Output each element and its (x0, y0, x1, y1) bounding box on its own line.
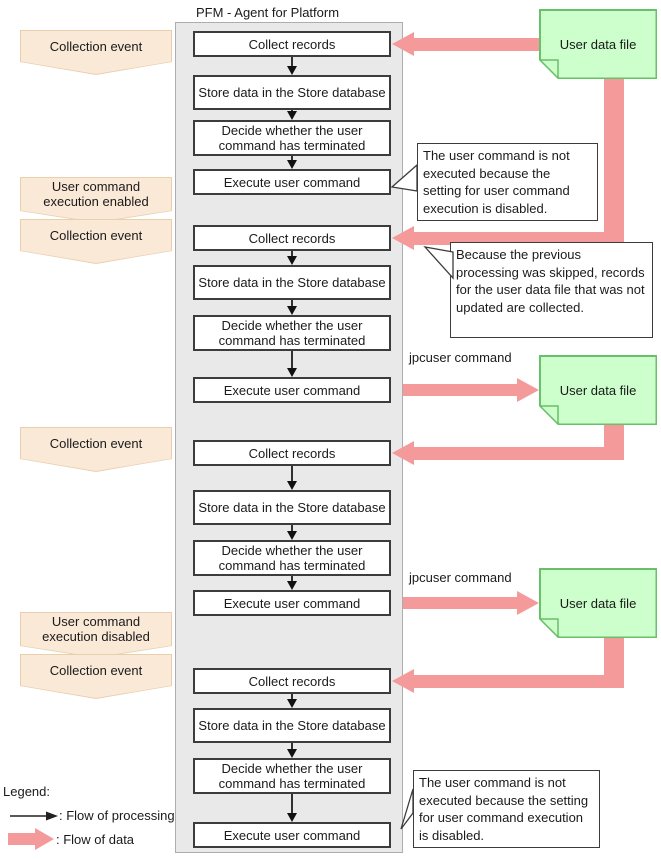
legend-title: Legend: (3, 784, 50, 799)
event-tag-label: User command execution disabled (42, 614, 150, 644)
event-tag-collection-1: Collection event (20, 30, 172, 75)
folded-corner-icon (539, 59, 559, 79)
jpcuser-command-label-2: jpcuser command (409, 570, 512, 585)
step-execute-3: Execute user command (193, 590, 391, 616)
processing-arrow-icon (10, 811, 58, 820)
legend-processing-label: : Flow of processing (59, 808, 175, 823)
step-collect-records-2: Collect records (193, 225, 391, 251)
diagram-title: PFM - Agent for Platform (196, 5, 340, 20)
event-tag-collection-3: Collection event (20, 427, 172, 472)
event-tag-collection-2: Collection event (20, 219, 172, 264)
step-decide-1: Decide whether the user command has term… (193, 120, 391, 156)
legend-flow-of-data: : Flow of data (8, 827, 134, 851)
step-collect-records-4: Collect records (193, 668, 391, 694)
event-tag-label: Collection event (49, 436, 143, 451)
step-decide-3: Decide whether the user command has term… (193, 540, 391, 576)
step-execute-1: Execute user command (193, 169, 391, 195)
legend-flow-of-processing: : Flow of processing (10, 808, 175, 823)
step-execute-2: Execute user command (193, 377, 391, 403)
step-store-data-3: Store data in the Store database (193, 490, 391, 525)
user-data-file-1: User data file (539, 9, 657, 79)
step-execute-4: Execute user command (193, 822, 391, 848)
step-decide-2: Decide whether the user command has term… (193, 315, 391, 351)
folded-corner-icon (539, 405, 559, 425)
step-store-data-1: Store data in the Store database (193, 75, 391, 110)
legend-data-label: : Flow of data (56, 831, 135, 847)
event-tag-exec-enabled: User command execution enabled (20, 177, 172, 223)
step-collect-records-3: Collect records (193, 440, 391, 466)
step-collect-records-1: Collect records (193, 31, 391, 57)
step-store-data-2: Store data in the Store database (193, 265, 391, 300)
folded-corner-icon (539, 618, 559, 638)
step-decide-4: Decide whether the user command has term… (193, 758, 391, 794)
callout-skipped-records: Because the previous processing was skip… (450, 242, 653, 338)
user-data-file-2: User data file (539, 355, 657, 425)
event-tag-label: Collection event (49, 39, 143, 54)
user-data-file-3: User data file (539, 568, 657, 638)
event-tag-label: Collection event (49, 663, 143, 678)
event-tag-exec-disabled: User command execution disabled (20, 612, 172, 658)
event-tag-label: User command execution enabled (43, 179, 149, 209)
event-tag-label: Collection event (49, 228, 143, 243)
callout-not-executed-1: The user command is not executed because… (417, 143, 598, 221)
step-store-data-4: Store data in the Store database (193, 708, 391, 743)
jpcuser-command-label-1: jpcuser command (409, 350, 512, 365)
user-data-file-label: User data file (559, 382, 637, 398)
callout-not-executed-2: The user command is not executed because… (413, 770, 600, 848)
user-data-file-label: User data file (559, 36, 637, 52)
user-data-file-label: User data file (559, 595, 637, 611)
event-tag-collection-4: Collection event (20, 654, 172, 699)
data-arrow-icon (8, 828, 54, 850)
